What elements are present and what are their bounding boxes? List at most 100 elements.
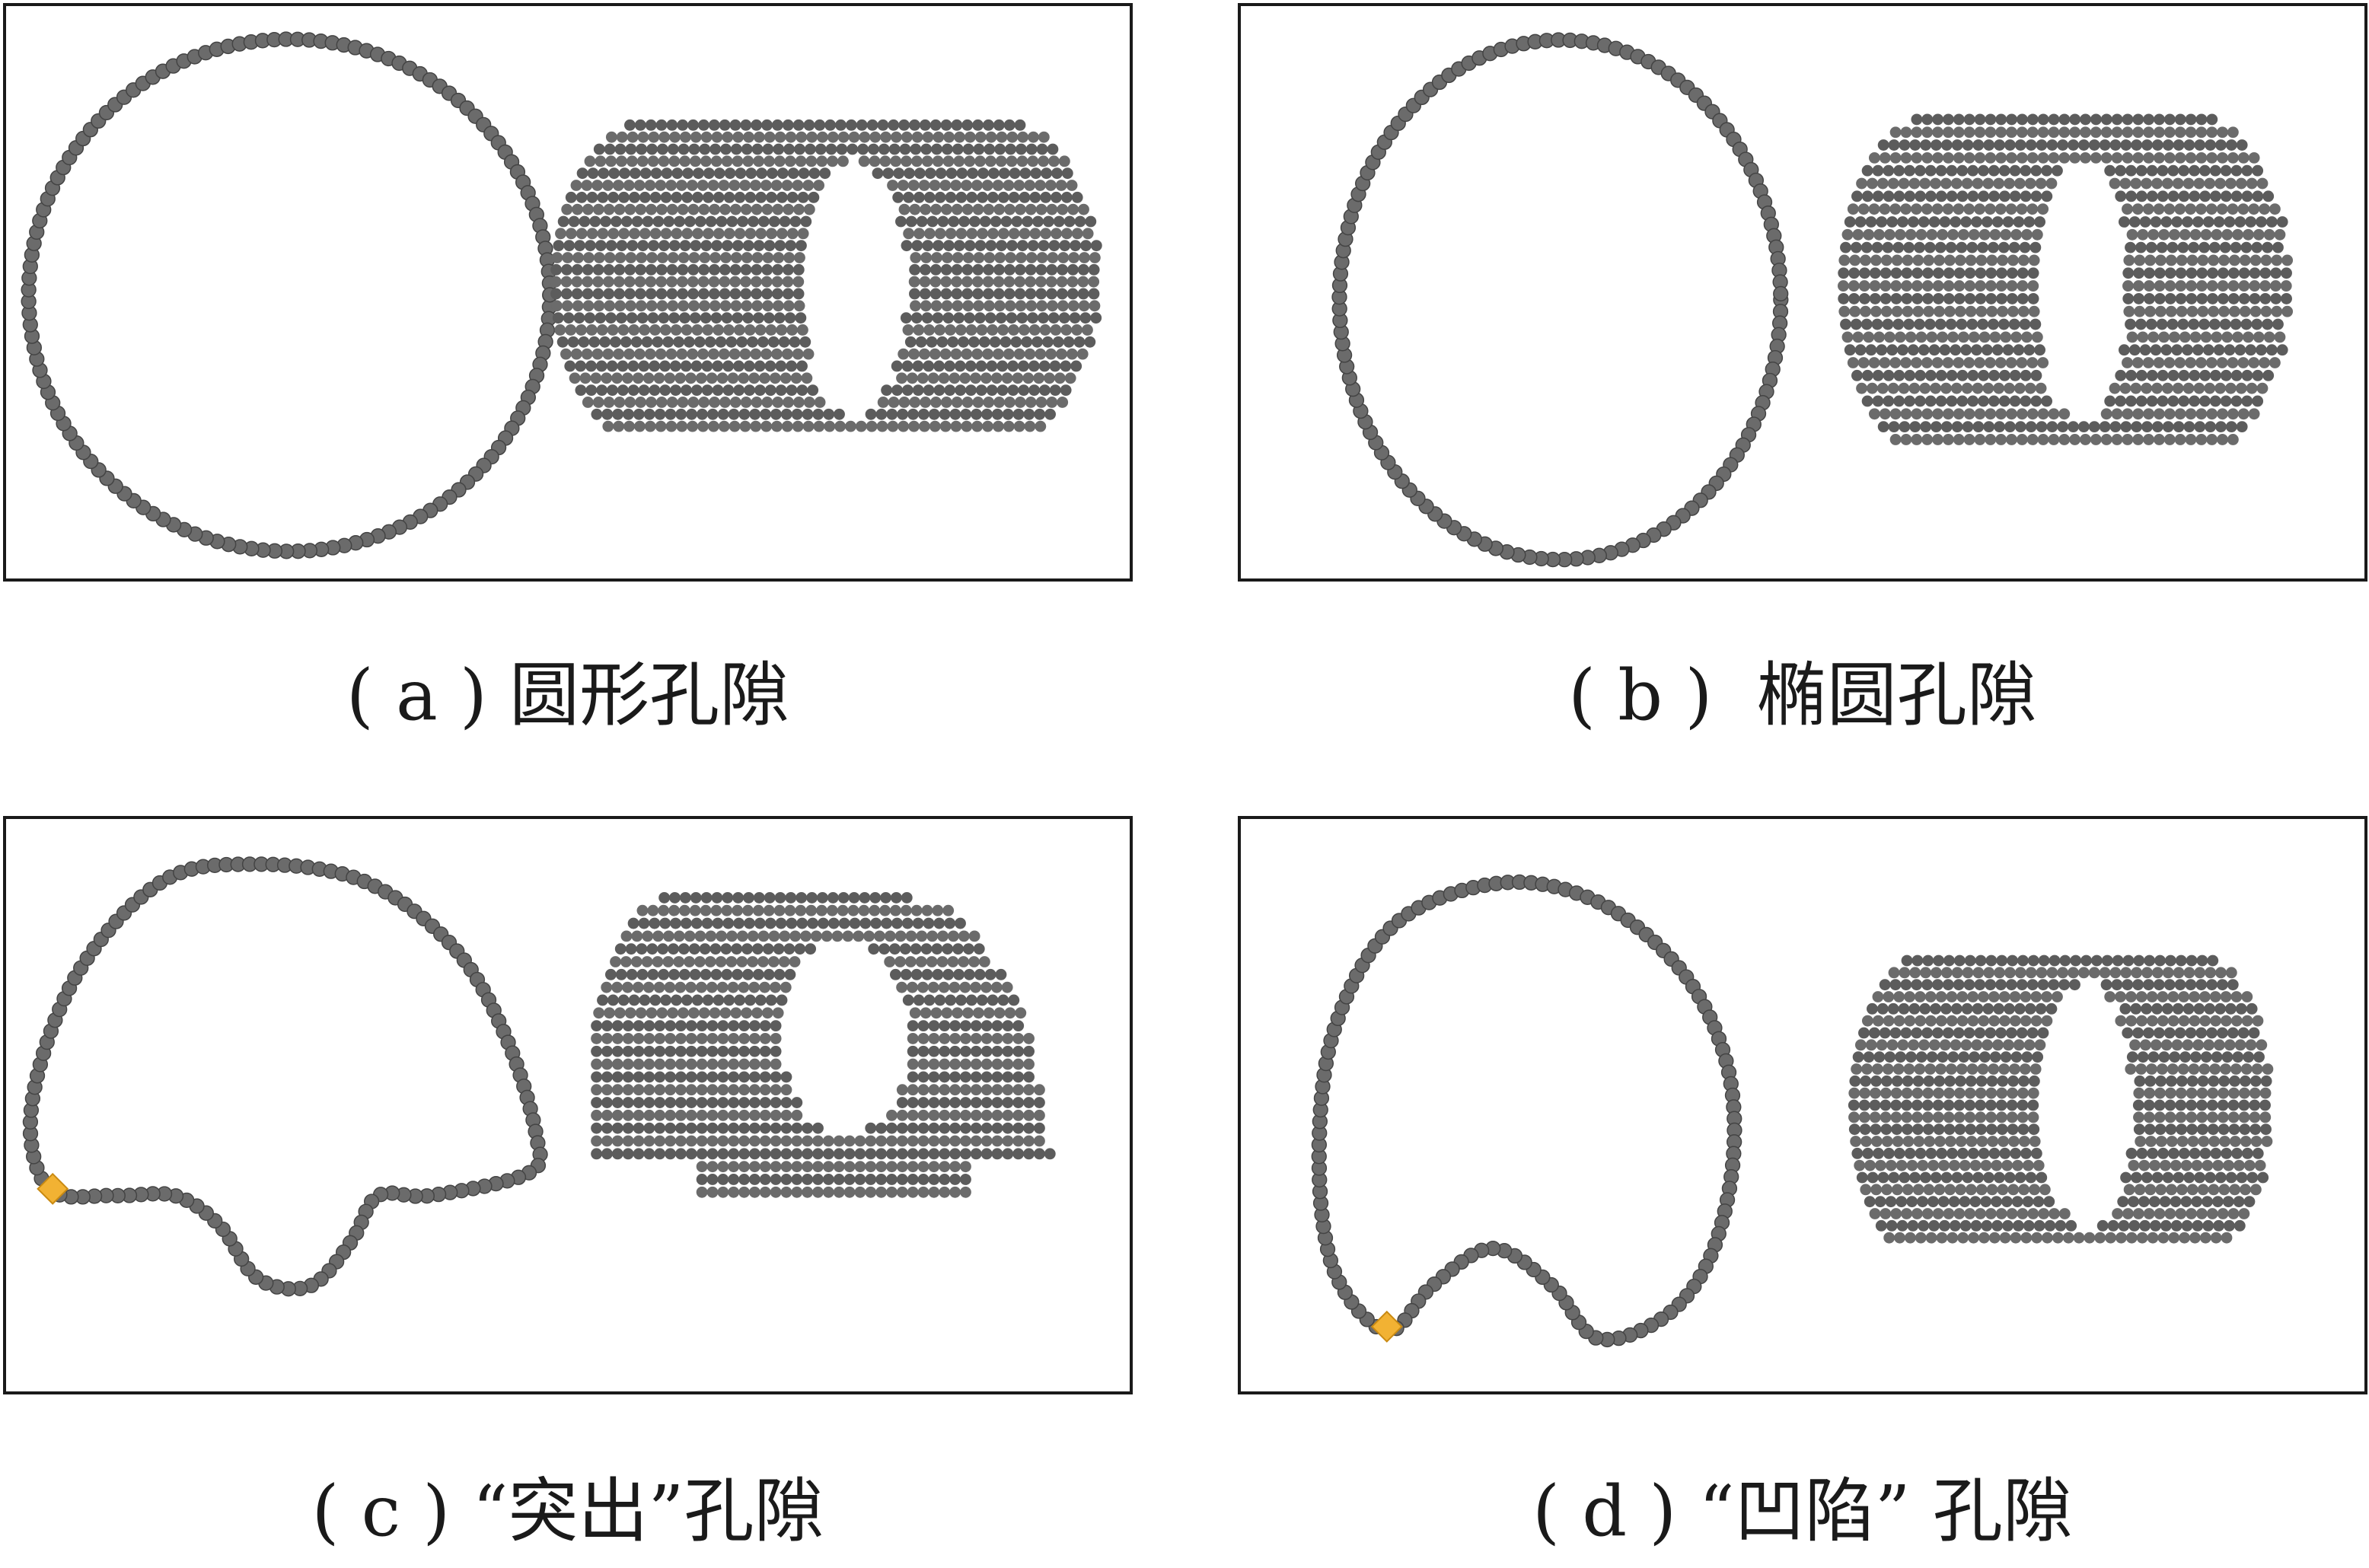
tube-a-atom bbox=[639, 228, 651, 240]
tube-a-atom bbox=[591, 408, 603, 420]
tube-d-atom bbox=[2251, 1063, 2263, 1075]
tube-b-atom bbox=[1995, 408, 2007, 420]
tube-c-atom bbox=[754, 994, 767, 1006]
tube-d-atom bbox=[2224, 1219, 2235, 1232]
tube-d-atom bbox=[1965, 1123, 1977, 1136]
tube-d-atom bbox=[2008, 1136, 2020, 1147]
tube-b-atom bbox=[2198, 164, 2211, 177]
tube-a-atom bbox=[926, 215, 939, 228]
tube-d-atom bbox=[1978, 991, 1989, 1002]
tube-a-atom bbox=[796, 240, 807, 252]
tube-c-atom bbox=[833, 1186, 845, 1198]
tube-d-atom bbox=[2019, 1063, 2031, 1075]
tube-d-atom bbox=[2206, 1027, 2218, 1039]
tube-c-atom bbox=[685, 1135, 697, 1147]
tube-a-atom bbox=[722, 240, 733, 252]
tube-b-atom bbox=[2271, 254, 2283, 266]
tube-b-atom bbox=[1965, 305, 1977, 317]
tube-c-atom bbox=[753, 891, 765, 904]
tube-d-atom bbox=[1953, 955, 1966, 967]
tube-a-atom bbox=[624, 288, 636, 300]
tube-d-atom bbox=[1883, 1147, 1895, 1159]
tube-c-atom bbox=[822, 1174, 834, 1185]
tube-a-atom bbox=[645, 119, 657, 131]
tube-a-atom bbox=[647, 155, 659, 167]
tube-d-atom bbox=[1932, 1099, 1944, 1111]
tube-c-atom bbox=[591, 1033, 603, 1044]
tube-b-atom bbox=[1918, 344, 1930, 356]
tube-a-atom bbox=[644, 420, 656, 432]
tube-d-atom bbox=[2132, 1027, 2144, 1039]
tube-b-atom bbox=[1880, 292, 1892, 304]
tube-d-atom bbox=[1922, 955, 1934, 967]
tube-c-atom bbox=[949, 1045, 961, 1057]
tube-b-atom bbox=[1943, 113, 1954, 126]
tube-c-atom bbox=[728, 1109, 740, 1121]
tube-d-atom bbox=[2022, 1196, 2034, 1208]
tube-b-atom bbox=[1986, 254, 1998, 266]
tube-d-atom bbox=[1911, 1208, 1923, 1219]
tube-c-atom bbox=[962, 943, 974, 955]
tube-d-atom bbox=[1985, 1099, 1997, 1111]
tube-a-atom bbox=[679, 312, 690, 324]
tube-d-atom bbox=[1962, 1171, 1974, 1184]
tube-a-atom bbox=[845, 420, 856, 432]
tube-c-atom bbox=[728, 1033, 740, 1044]
tube-a-atom bbox=[931, 143, 942, 155]
tube-c-atom bbox=[802, 1148, 814, 1160]
tube-d-atom bbox=[1869, 1208, 1881, 1219]
tube-d-atom bbox=[2031, 1232, 2043, 1244]
tube-c-atom bbox=[654, 1084, 666, 1096]
tube-d-atom bbox=[1856, 1171, 1868, 1184]
tube-a-atom bbox=[1038, 131, 1050, 143]
tube-a-atom bbox=[626, 155, 638, 167]
tube-d-atom bbox=[2147, 1232, 2159, 1244]
tube-c-atom bbox=[1012, 1097, 1025, 1108]
tube-d-atom bbox=[2224, 1002, 2237, 1015]
tube-c-atom bbox=[652, 930, 664, 942]
tube-a-atom bbox=[592, 263, 604, 276]
tube-a-atom bbox=[909, 397, 921, 408]
tube-d-atom bbox=[1936, 1147, 1948, 1159]
tube-a-atom bbox=[760, 180, 772, 191]
tube-d-atom bbox=[2034, 1039, 2046, 1051]
tube-a-atom bbox=[807, 384, 819, 397]
tube-b-atom bbox=[2141, 382, 2153, 394]
tube-c-atom bbox=[690, 917, 703, 929]
tube-a-atom bbox=[784, 155, 796, 167]
tube-c-atom bbox=[706, 1135, 719, 1147]
tube-c-atom bbox=[611, 1045, 623, 1057]
tube-b-atom bbox=[1924, 190, 1937, 202]
tube-d-atom bbox=[1919, 1002, 1931, 1015]
tube-c-atom bbox=[779, 930, 791, 942]
tube-b-atom bbox=[2026, 408, 2039, 420]
tube-d-atom bbox=[2125, 1015, 2138, 1027]
tube-c-atom bbox=[894, 956, 906, 967]
tube-a-atom bbox=[703, 228, 714, 240]
tube-c-atom bbox=[896, 1084, 908, 1096]
tube-a-atom bbox=[1031, 336, 1043, 348]
tube-d-atom bbox=[2183, 967, 2195, 979]
tube-d-atom bbox=[1879, 979, 1891, 991]
tube-a-atom bbox=[906, 372, 918, 384]
tube-a-atom bbox=[1006, 155, 1018, 167]
tube-c-atom bbox=[993, 1007, 1006, 1019]
tube-b-atom bbox=[1867, 177, 1878, 190]
tube-c-atom bbox=[738, 1148, 750, 1160]
tube-d-atom bbox=[2217, 1208, 2229, 1219]
tube-b-atom bbox=[2241, 164, 2253, 177]
tube-a-atom bbox=[961, 276, 973, 288]
tube-d-atom bbox=[2161, 1002, 2173, 1015]
tube-d-atom bbox=[1985, 1111, 1997, 1123]
tube-a-atom bbox=[1049, 360, 1061, 372]
tube-a-atom bbox=[1090, 240, 1102, 252]
tube-d-atom bbox=[2192, 1219, 2204, 1232]
tube-d-atom bbox=[2217, 979, 2228, 991]
tube-a-atom bbox=[919, 276, 931, 288]
tube-b-atom bbox=[1861, 395, 1873, 407]
tube-d-atom bbox=[2214, 1171, 2227, 1184]
tube-b-atom bbox=[2228, 305, 2240, 317]
tube-b-atom bbox=[1851, 369, 1863, 381]
tube-b-atom bbox=[1989, 331, 2001, 343]
tube-c-atom bbox=[591, 1148, 603, 1160]
